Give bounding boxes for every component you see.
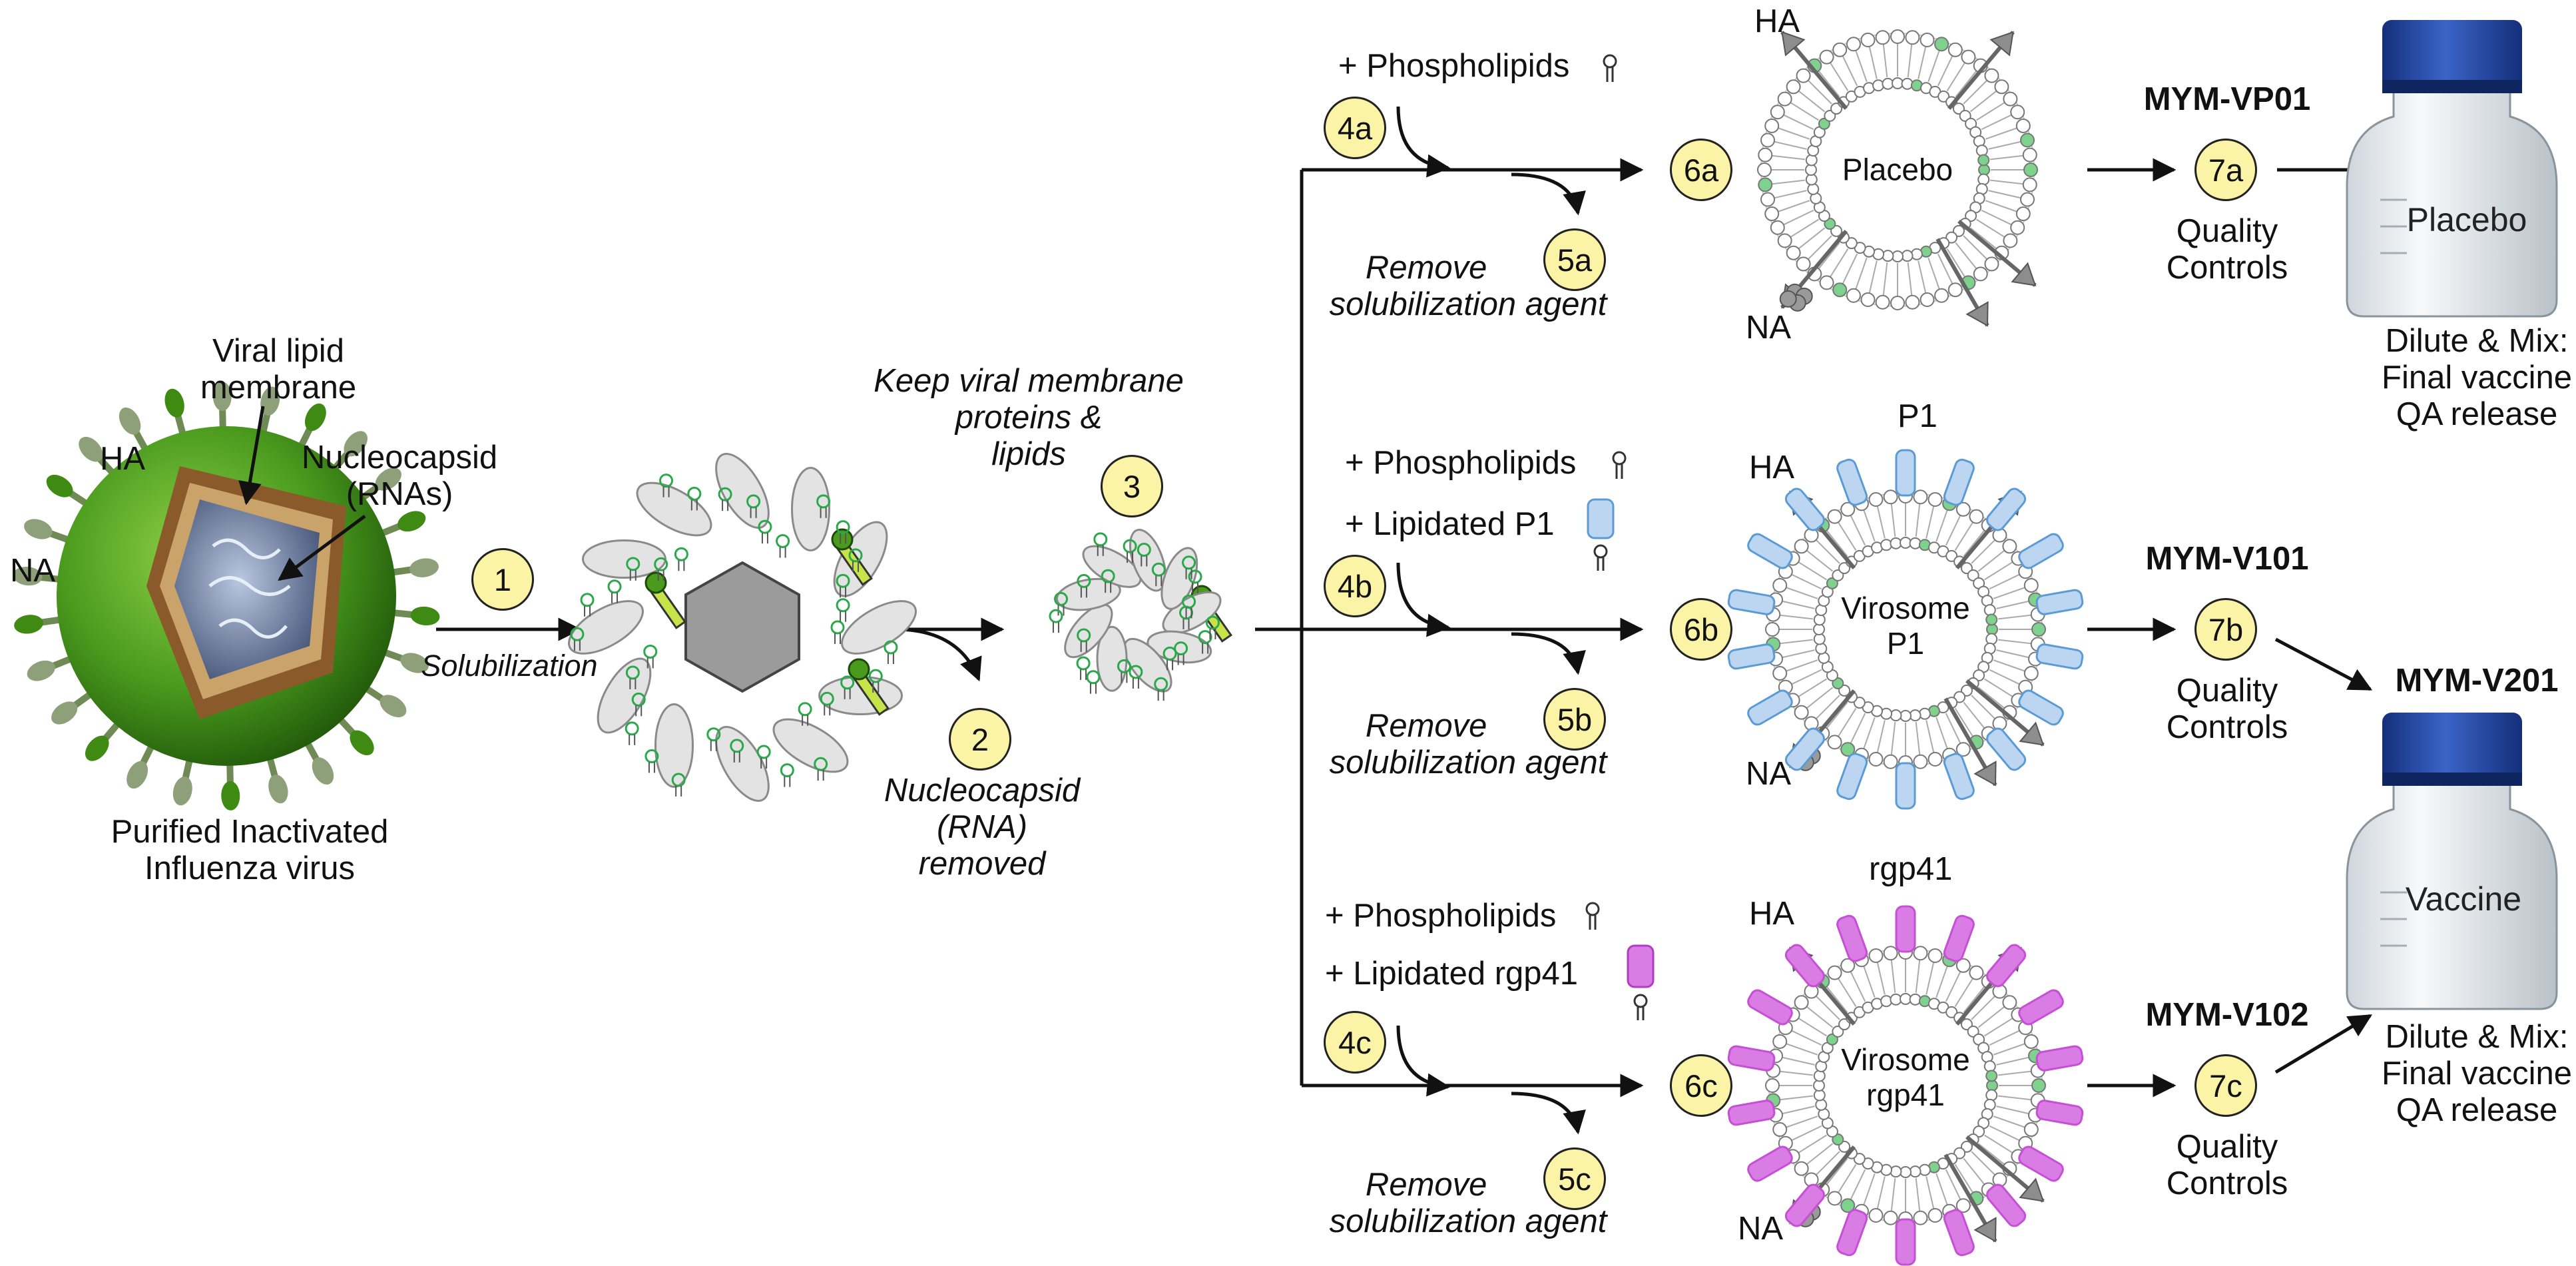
placebo-bottle (2346, 20, 2558, 318)
particle-c-ha-label: HA (1749, 896, 1795, 932)
product-mym-v101: MYM-V101 (2145, 541, 2309, 577)
particle-b-ha-label: HA (1749, 450, 1795, 485)
particle-a-ha-label: HA (1754, 3, 1800, 39)
placebo-particle (1757, 29, 2038, 327)
branch-c-add-phospholipids: + Phospholipids (1325, 898, 1557, 934)
placebo-bottle-label: Placebo (2406, 201, 2527, 238)
nucleocapsid-pointer-arrow (278, 514, 366, 581)
product-mym-v102: MYM-V102 (2145, 997, 2309, 1033)
step-1-label: Solubilization (421, 649, 598, 683)
phospholipid-icon (1612, 451, 1627, 479)
virus-surface-spikes (13, 382, 440, 810)
lipidated-p1-icon (1587, 498, 1615, 571)
arrow-remove-5c (1511, 1092, 1586, 1135)
step-7c-badge: 7c (2194, 1054, 2257, 1117)
virus-na-label: NA (10, 553, 56, 589)
step-6a-badge: 6a (1670, 139, 1732, 201)
vaccine-bottle-label: Vaccine (2405, 880, 2522, 918)
step-7a-badge: 7a (2194, 139, 2257, 201)
step-6b-badge: 6b (1670, 598, 1732, 661)
step-4b-badge: 4b (1324, 555, 1386, 617)
step-6c-badge: 6c (1670, 1054, 1732, 1117)
arrow-add-4b (1396, 562, 1451, 637)
membrane-pointer-arrow (238, 406, 265, 505)
step-7b-badge: 7b (2194, 598, 2257, 661)
phospholipid-icon (1585, 902, 1600, 930)
nucleocapsid-label: Nucleocapsid(RNAs) (301, 440, 498, 512)
lipidated-rgp41-icon (1627, 944, 1655, 1020)
vaccine-bottle (2346, 713, 2558, 1010)
lipid-micelles (570, 474, 898, 797)
solubilized-mixture-illustration (568, 453, 1232, 802)
branch-a-add-phospholipids: + Phospholipids (1338, 48, 1570, 84)
virus-ha-label: HA (100, 441, 146, 477)
virosome-rgp41-particle (1727, 905, 2084, 1266)
step-2-badge: 2 (949, 708, 1011, 771)
step-5a-badge: 5a (1543, 228, 1606, 291)
particle-c-na-label: NA (1738, 1211, 1784, 1247)
virus-nucleocapsid-core (174, 499, 320, 679)
branch-b-add-phospholipids: + Phospholipids (1345, 445, 1577, 481)
arrow-add-4a (1396, 106, 1451, 178)
branch-b-add-lipidated-p1: + Lipidated P1 (1345, 506, 1555, 542)
step-5c-badge: 5c (1543, 1147, 1606, 1210)
step-4c-badge: 4c (1324, 1011, 1386, 1074)
virosome-p1-particle (1727, 449, 2084, 810)
step-5b-badge: 5b (1543, 688, 1606, 751)
arrow-add-4c (1396, 1025, 1451, 1097)
placebo-particle-label: Placebo (1842, 152, 1953, 187)
particle-c-antigen-label: rgp41 (1869, 851, 1953, 887)
step-4a-badge: 4a (1324, 97, 1386, 159)
influenza-virus-illustration (13, 382, 440, 810)
arrow-7b-to-v201 (2274, 637, 2373, 691)
particle-a-na-label: NA (1746, 310, 1792, 346)
particle-b-na-label: NA (1746, 756, 1792, 792)
product-mym-v201: MYM-V201 (2395, 663, 2559, 699)
arrow-remove-5b (1511, 632, 1586, 675)
viral-membrane-proteins-cluster (1049, 528, 1222, 701)
branch-c-add-lipidated-rgp41: + Lipidated rgp41 (1325, 956, 1579, 992)
step-1-badge: 1 (471, 548, 534, 611)
arrow-remove-5a (1511, 172, 1586, 216)
nucleocapsid-hexagon (684, 561, 800, 693)
particle-b-antigen-label: P1 (1898, 398, 1937, 434)
arrow-7c-to-v201 (2274, 1014, 2373, 1074)
phospholipid-icon (1603, 54, 1617, 82)
step-3-badge: 3 (1101, 455, 1163, 517)
step-2-label: Nucleocapsid(RNA)removed (884, 773, 1081, 882)
product-mym-vp01: MYM-VP01 (2143, 81, 2311, 117)
arrow-remove-nucleocapsid (895, 627, 982, 682)
